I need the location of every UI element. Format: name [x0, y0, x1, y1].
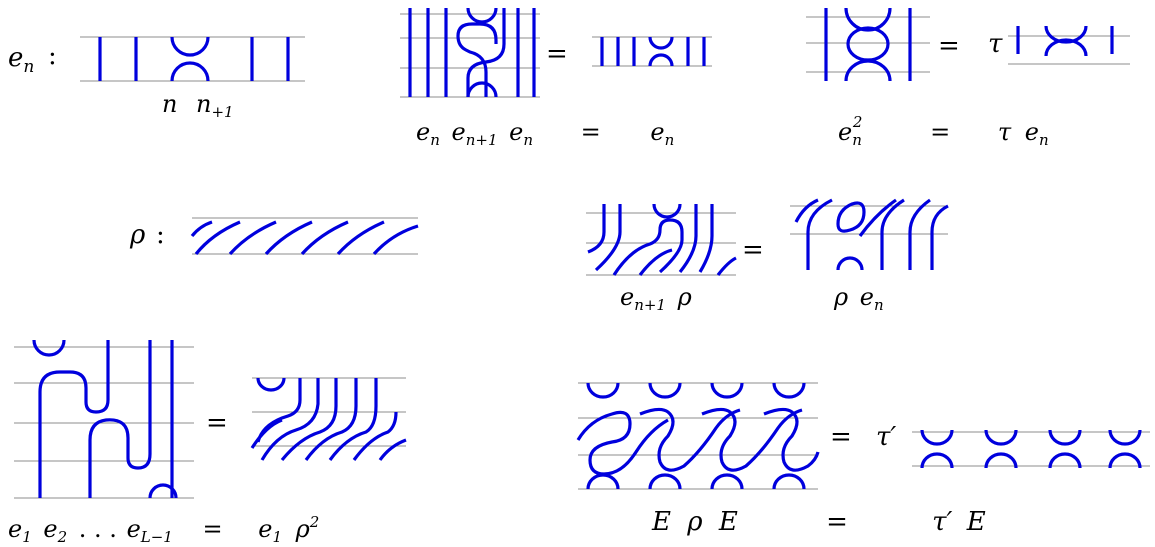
eq-sign-5: =	[830, 422, 852, 452]
caption-rho-en: ρ en	[833, 283, 884, 314]
tau-label: τ	[988, 29, 1003, 59]
E-small-diagram	[912, 429, 1150, 469]
eq-sign-2: =	[938, 31, 960, 61]
strand-label-n: n	[162, 90, 177, 118]
en-label: en	[8, 43, 34, 77]
eq-sign-4: =	[206, 408, 228, 438]
caption-en-squared: en2 = τ en	[838, 105, 1049, 149]
rho-label: ρ	[129, 220, 146, 250]
en-squared-diagram	[806, 7, 930, 82]
eq-sign-3: =	[742, 235, 764, 265]
en-colon: :	[48, 41, 57, 71]
en-small-diagram-1	[592, 36, 712, 67]
rho-squared-diagram	[250, 377, 407, 462]
rho-en-diagram	[790, 198, 949, 271]
e1-to-eL-diagram	[14, 339, 194, 499]
en1-rho-diagram	[586, 203, 737, 276]
rho-colon: :	[156, 220, 165, 250]
tau-prime-label: τ′	[876, 422, 896, 452]
caption-en-en1-en: en en+1 en = en	[416, 118, 674, 151]
caption-E-rho-E: E ρ E = τ′ E	[651, 507, 986, 537]
eq-sign-1: =	[546, 39, 568, 69]
E-rho-E-diagram	[576, 382, 820, 490]
caption-en1-rho: en+1 ρ	[620, 283, 692, 316]
en-small-diagram-2	[1008, 25, 1130, 65]
rho-generator-diagram	[190, 217, 419, 256]
en-en1-en-diagram	[400, 7, 540, 98]
en-generator-diagram	[80, 36, 305, 82]
strand-label-n-plus-1: n+1	[196, 90, 234, 121]
caption-e1-eL: e1 e2 . . . eL−1 = e1 ρ2	[8, 513, 319, 547]
